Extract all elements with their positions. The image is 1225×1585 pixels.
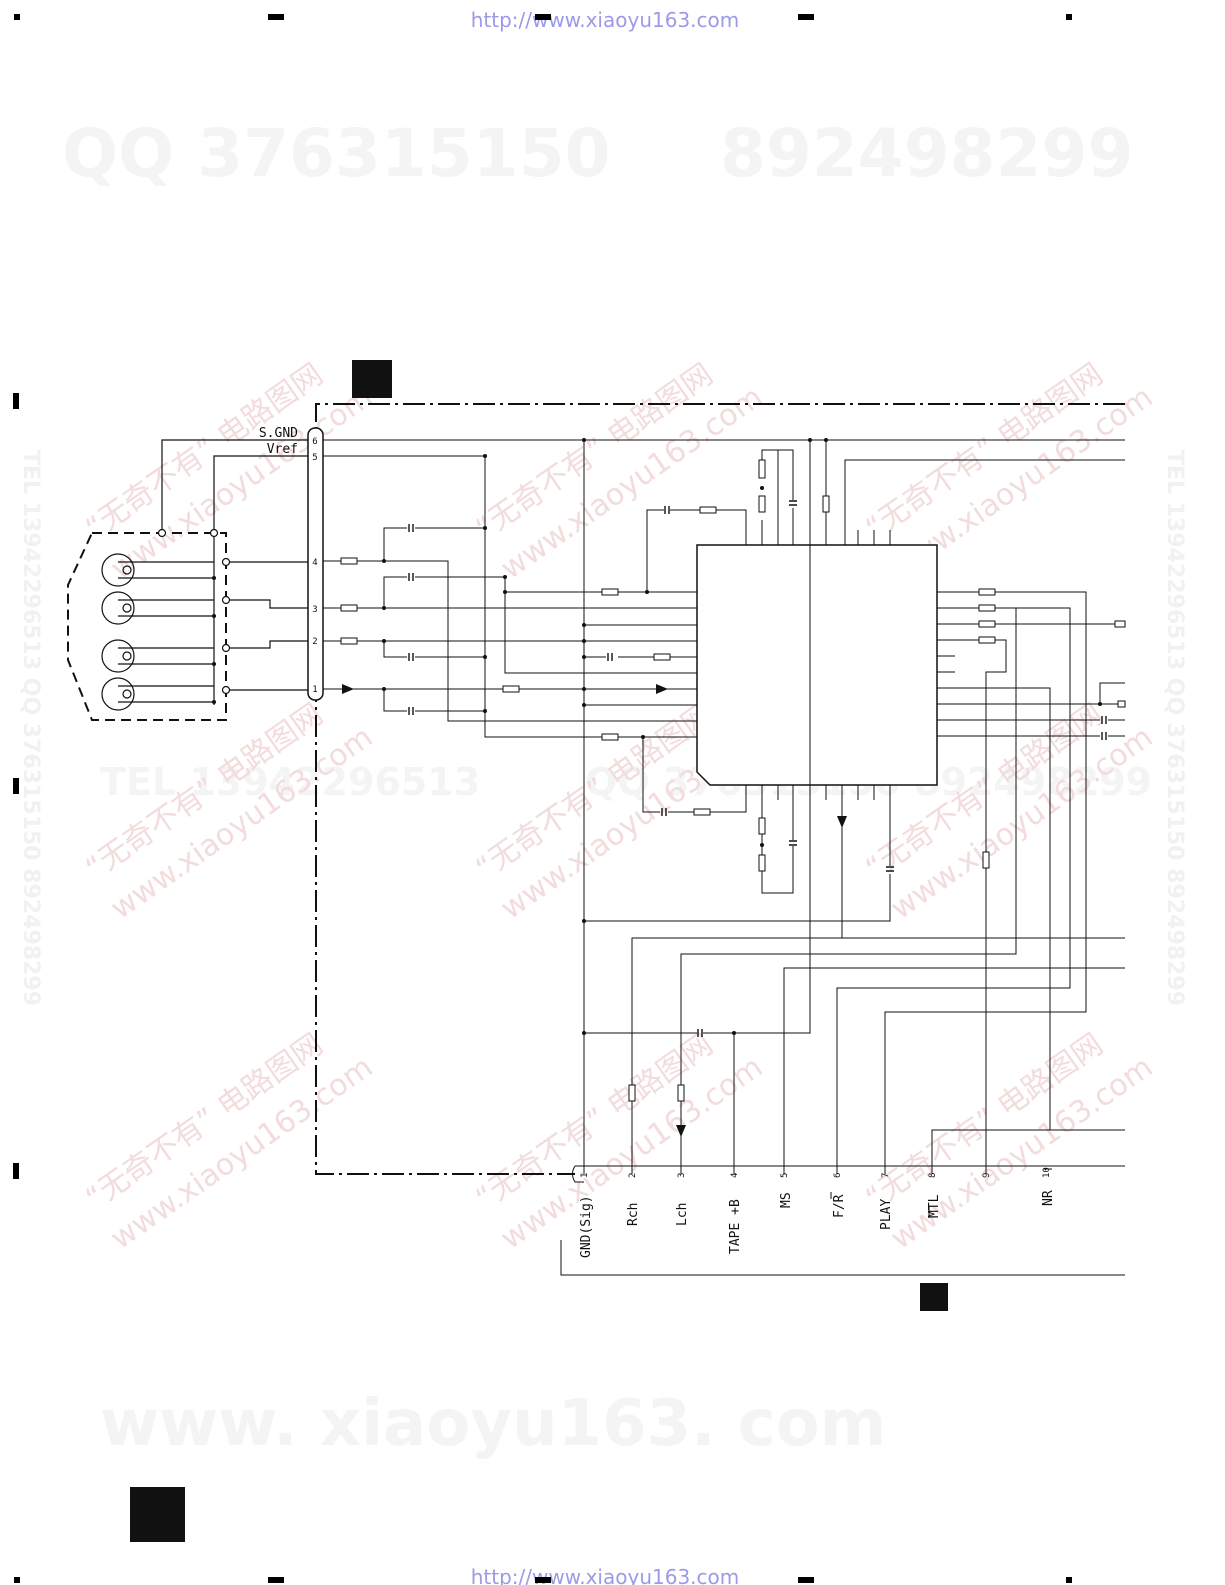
- bottom-pin-5-label: MS: [779, 1192, 794, 1208]
- watermark-side-right: TEL 13942296513 QQ 376315150 892498299: [1162, 450, 1187, 1006]
- bottom-pin-8-label: MTL: [927, 1194, 942, 1218]
- head-pin-5-label: Vref: [267, 442, 298, 457]
- resistor: [758, 817, 766, 835]
- bottom-pin-2-number: 2: [628, 1173, 638, 1178]
- arrow-right-icon: [342, 684, 354, 694]
- resistor: [758, 495, 766, 513]
- bottom-pin-4-label: TAPE +B: [728, 1199, 743, 1254]
- resistor: [978, 604, 996, 612]
- head-pin-1-number: 1: [312, 685, 317, 695]
- capacitors: [408, 500, 1107, 1037]
- watermark-qq-right: 892498299: [720, 115, 1133, 192]
- resistor: [502, 685, 520, 693]
- watermark-qq-left: QQ 376315150: [62, 115, 611, 192]
- resistor: [978, 588, 996, 596]
- head-pin-2-number: 2: [312, 637, 317, 647]
- bottom-pin-7-label: PLAY: [879, 1199, 894, 1230]
- head-coil-icon: [101, 639, 135, 673]
- arrow-right-icon: [656, 684, 668, 694]
- resistor: [982, 851, 990, 869]
- bottom-pin-6-number: 6: [833, 1173, 843, 1178]
- resistor: [822, 495, 830, 513]
- bottom-pin-5-number: 5: [780, 1173, 790, 1178]
- head-pin-3-number: 3: [312, 605, 317, 615]
- resistor: [340, 637, 358, 645]
- signal-arrows: [342, 684, 847, 1137]
- watermark-layer: QQ 376315150 892498299 TEL 13942296513 Q…: [18, 115, 1187, 1461]
- main-ic: [696, 544, 938, 786]
- resistor: [601, 733, 619, 741]
- resistor: [758, 459, 766, 479]
- watermark-side-left: TEL 13942296513 QQ 376315150 892498299: [18, 450, 43, 1006]
- watermark-tel-mid: TEL 13942296513: [100, 760, 480, 804]
- bottom-pin-10-label: NR: [1041, 1190, 1056, 1206]
- head-connector: 6 5 4 3 2 1 S.GND Vref: [250, 426, 324, 701]
- registration-marks: [13, 14, 1072, 1583]
- bottom-pin-6-label: F/R: [832, 1194, 847, 1218]
- bottom-pin-3-label: Lch: [675, 1203, 690, 1226]
- bottom-pin-3-number: 3: [677, 1173, 687, 1178]
- bottom-pin-2-label: Rch: [626, 1203, 641, 1226]
- head-pin-6-label: S.GND: [259, 426, 298, 441]
- block-marker-top: [352, 360, 392, 398]
- pcb-outline: [315, 403, 1125, 1175]
- page-tab-marker: [130, 1487, 185, 1542]
- bottom-pin-4-number: 4: [730, 1173, 740, 1178]
- junction-dots: [382, 438, 1102, 1035]
- resistor: [1117, 700, 1126, 708]
- arrow-down-icon: [676, 1125, 686, 1137]
- head-pin-5-number: 5: [312, 453, 317, 463]
- arrow-down-icon: [837, 816, 847, 828]
- bottom-pin-10-number: 10: [1042, 1167, 1052, 1178]
- head-pin-4-number: 4: [312, 558, 317, 568]
- bottom-pin-1-number: 1: [580, 1173, 590, 1178]
- bottom-pin-1-label: GND(Sig): [579, 1195, 594, 1258]
- watermark-site-big: www. xiaoyu163. com: [100, 1387, 886, 1461]
- resistor: [758, 854, 766, 872]
- resistor: [628, 1084, 636, 1102]
- resistor: [340, 557, 358, 565]
- resistor: [653, 653, 671, 661]
- footer-url: http://www.xiaoyu163.com: [471, 1565, 740, 1585]
- head-pin-6-number: 6: [312, 437, 317, 447]
- header-url: http://www.xiaoyu163.com: [471, 8, 740, 32]
- resistor: [340, 604, 358, 612]
- bottom-connector: 1 2 3 4 5 6 7 8 9 10 GND(Sig) Rch Lch TA…: [572, 1165, 1056, 1258]
- head-coil-icon: [101, 591, 135, 625]
- block-marker-bottom: [920, 1283, 948, 1311]
- bottom-pin-7-number: 7: [881, 1173, 891, 1178]
- bottom-pin-8-number: 8: [928, 1173, 938, 1178]
- head-coil-icon: [101, 677, 135, 711]
- resistors: [340, 459, 1126, 1102]
- cable-bracket: [560, 1240, 1125, 1276]
- resistor: [601, 588, 619, 596]
- tape-head-assembly: [67, 439, 312, 721]
- resistor: [978, 636, 996, 644]
- resistor: [677, 1084, 685, 1102]
- resistor: [693, 808, 711, 816]
- head-coil-icon: [101, 553, 135, 587]
- resistor: [1114, 620, 1126, 628]
- bottom-pin-9-number: 9: [982, 1173, 992, 1178]
- resistor: [978, 620, 996, 628]
- resistor: [699, 506, 717, 514]
